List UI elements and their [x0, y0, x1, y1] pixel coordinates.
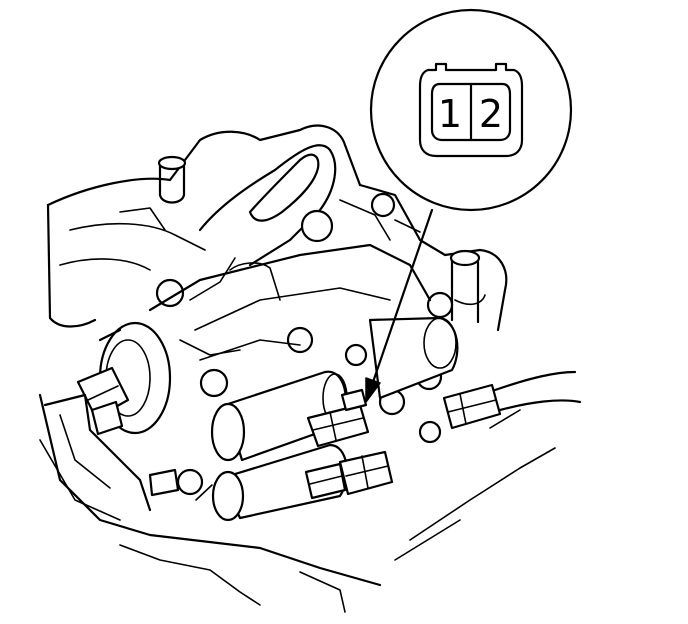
lower-connector-right[interactable] — [338, 450, 394, 496]
left-plate — [43, 393, 180, 512]
valve-body-bolts — [155, 192, 454, 496]
harness-connectors — [304, 370, 582, 500]
harness-wire-lower — [498, 399, 582, 412]
right-pipe — [449, 249, 486, 324]
leader-arrow — [365, 208, 434, 403]
pipe-post — [157, 155, 187, 204]
connector-callout: 1 2 — [369, 8, 573, 212]
valve-body-block — [148, 243, 432, 361]
callout-connector-housing — [418, 62, 524, 158]
shift-solenoid-lower — [195, 443, 348, 522]
shift-solenoid-upper — [368, 316, 459, 400]
left-solenoid — [76, 321, 172, 436]
harness-wire — [493, 370, 577, 392]
callout-connector-face — [430, 82, 512, 142]
target-connector[interactable] — [306, 388, 370, 448]
pin-1-label: 1 — [438, 92, 462, 136]
housing-casting — [38, 124, 556, 613]
pin-2-label: 2 — [479, 92, 503, 136]
lower-connector-left[interactable] — [304, 462, 347, 500]
mounting-bracket — [189, 144, 337, 301]
right-connector[interactable] — [442, 383, 502, 430]
